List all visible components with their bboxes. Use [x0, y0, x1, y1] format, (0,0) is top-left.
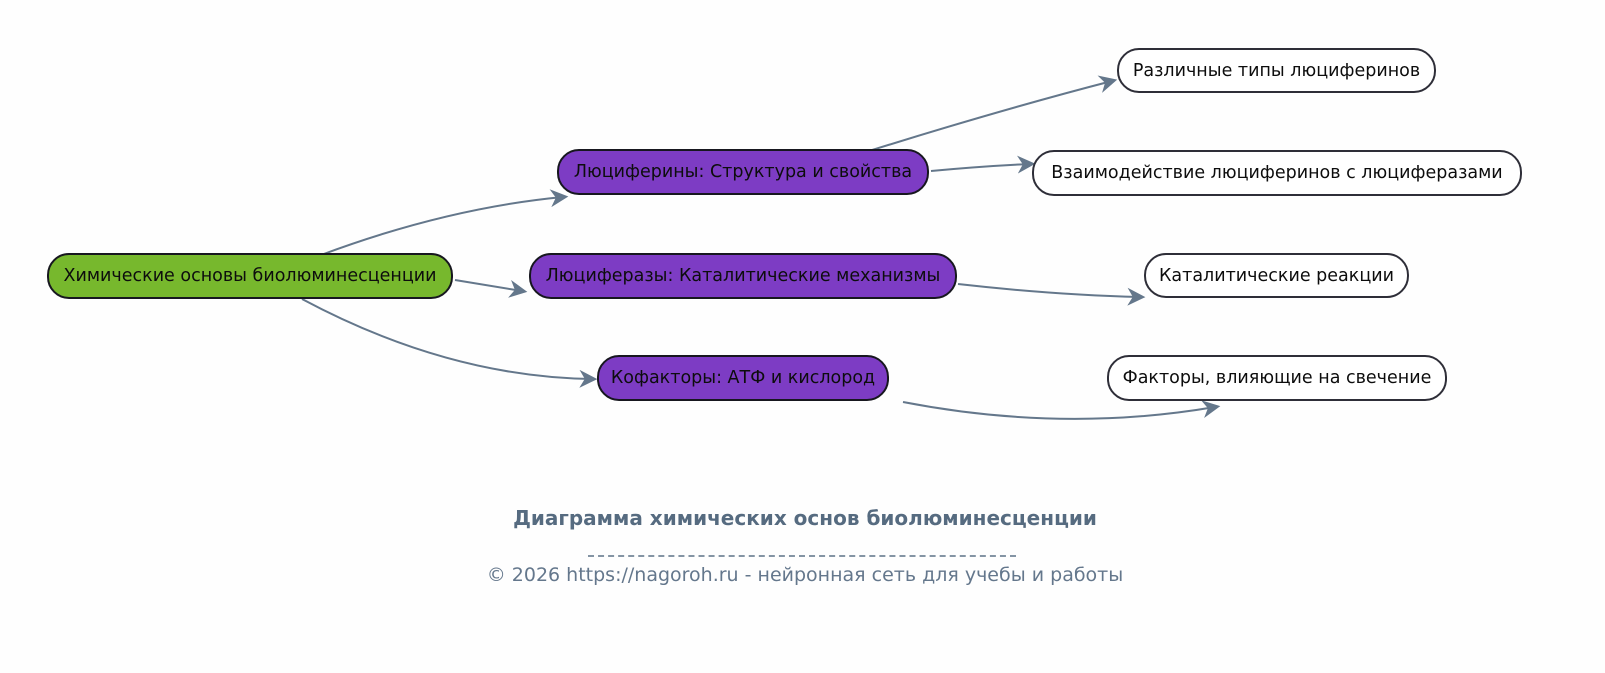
diagram-title: Диаграмма химических основ биолюминесцен…: [513, 506, 1097, 530]
node-label: Факторы, влияющие на свечение: [1122, 368, 1432, 388]
copyright-text: © 2026 https://nagoroh.ru - нейронная се…: [486, 564, 1124, 586]
node-branch-luciferases: Люциферазы: Каталитические механизмы: [529, 253, 957, 299]
node-leaf-luciferin-luciferase-interaction: Взаимодействие люциферинов с люциферазам…: [1032, 150, 1522, 196]
edge-luciferases-reactions: [957, 283, 1146, 306]
edge-luciferins-interaction: [930, 155, 1036, 174]
node-label: Люциферазы: Каталитические механизмы: [545, 266, 941, 286]
edge-root-cofactors: [301, 298, 598, 388]
node-label: Взаимодействие люциферинов с люциферазам…: [1051, 163, 1503, 183]
node-label: Кофакторы: АТФ и кислород: [610, 368, 876, 388]
node-label: Химические основы биолюминесценции: [63, 266, 437, 286]
node-root-chemical-basis: Химические основы биолюминесценции: [47, 253, 453, 299]
node-leaf-luciferin-types: Различные типы люциферинов: [1117, 48, 1436, 93]
node-label: Каталитические реакции: [1158, 265, 1395, 286]
title-divider: [588, 555, 1016, 557]
node-label: Люциферины: Структура и свойства: [573, 162, 913, 182]
node-label: Различные типы люциферинов: [1132, 60, 1421, 81]
node-leaf-catalytic-reactions: Каталитические реакции: [1144, 253, 1409, 298]
node-branch-cofactors: Кофакторы: АТФ и кислород: [597, 355, 889, 401]
node-branch-luciferins: Люциферины: Структура и свойства: [557, 149, 929, 195]
edge-root-luciferins: [320, 189, 569, 256]
edge-luciferins-types: [868, 75, 1118, 152]
node-leaf-glow-factors: Факторы, влияющие на свечение: [1107, 355, 1447, 401]
edge-cofactors-factors: [902, 400, 1221, 420]
edge-root-luciferases: [454, 279, 528, 298]
